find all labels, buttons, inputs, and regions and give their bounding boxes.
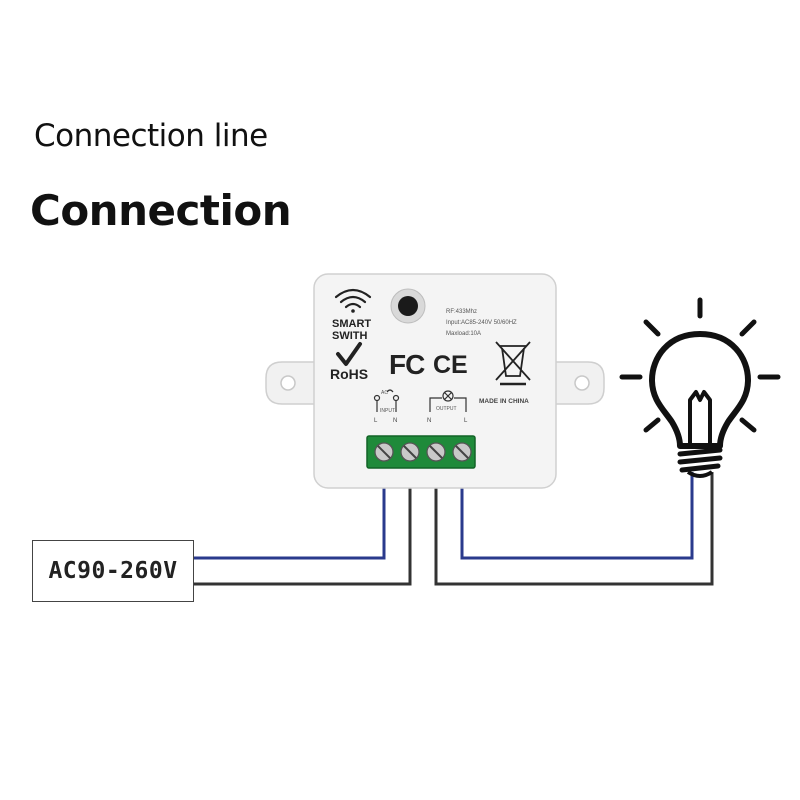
brand-line-1: SMART — [332, 318, 371, 330]
terminal-block — [366, 435, 476, 469]
terminal-label-N-input: N — [393, 418, 397, 424]
fc-mark-icon: FC — [389, 349, 425, 380]
made-in-label: MADE IN CHINA — [479, 398, 529, 405]
wifi-icon — [334, 288, 372, 313]
terminal-label-L-input: L — [374, 418, 378, 424]
bulb-glass — [649, 331, 751, 449]
output-label: OUTPUT — [436, 406, 457, 412]
brand-line-2: SWITH — [332, 330, 367, 342]
power-source-box: AC90-260V — [32, 540, 194, 602]
wires — [194, 458, 715, 587]
terminal-label-L-output: L — [464, 418, 468, 424]
terminal-label-N-output: N — [427, 418, 431, 424]
smart-switch-device — [265, 273, 605, 489]
power-source-label: AC90-260V — [48, 558, 178, 584]
input-label: INPUT — [380, 408, 395, 414]
device-body — [313, 273, 557, 489]
connection-line-heading: Connection line — [34, 118, 268, 154]
terminal-screws — [374, 442, 472, 462]
ce-mark-icon: CE — [433, 351, 468, 379]
spec-input: Input:AC85-240V 50/60HZ — [446, 320, 517, 326]
rohs-check-icon — [336, 342, 362, 366]
input-schematic — [373, 389, 400, 412]
bulb-filament — [688, 390, 712, 446]
ac-label: AC — [381, 390, 388, 396]
connection-heading: Connection — [30, 186, 292, 235]
spec-maxload: Maxload:10A — [446, 331, 481, 337]
bulb-rays — [619, 297, 781, 433]
bulb-base — [677, 447, 723, 473]
lamp-symbol-icon — [429, 390, 467, 412]
rohs-label: RoHS — [330, 366, 368, 382]
weee-bin-icon — [495, 341, 531, 386]
light-bulb-icon — [619, 297, 781, 478]
spec-rf: RF:433Mhz — [446, 309, 477, 315]
device-text: SMART SWITH RF:433Mhz Input:AC85-240V 50… — [330, 309, 529, 424]
